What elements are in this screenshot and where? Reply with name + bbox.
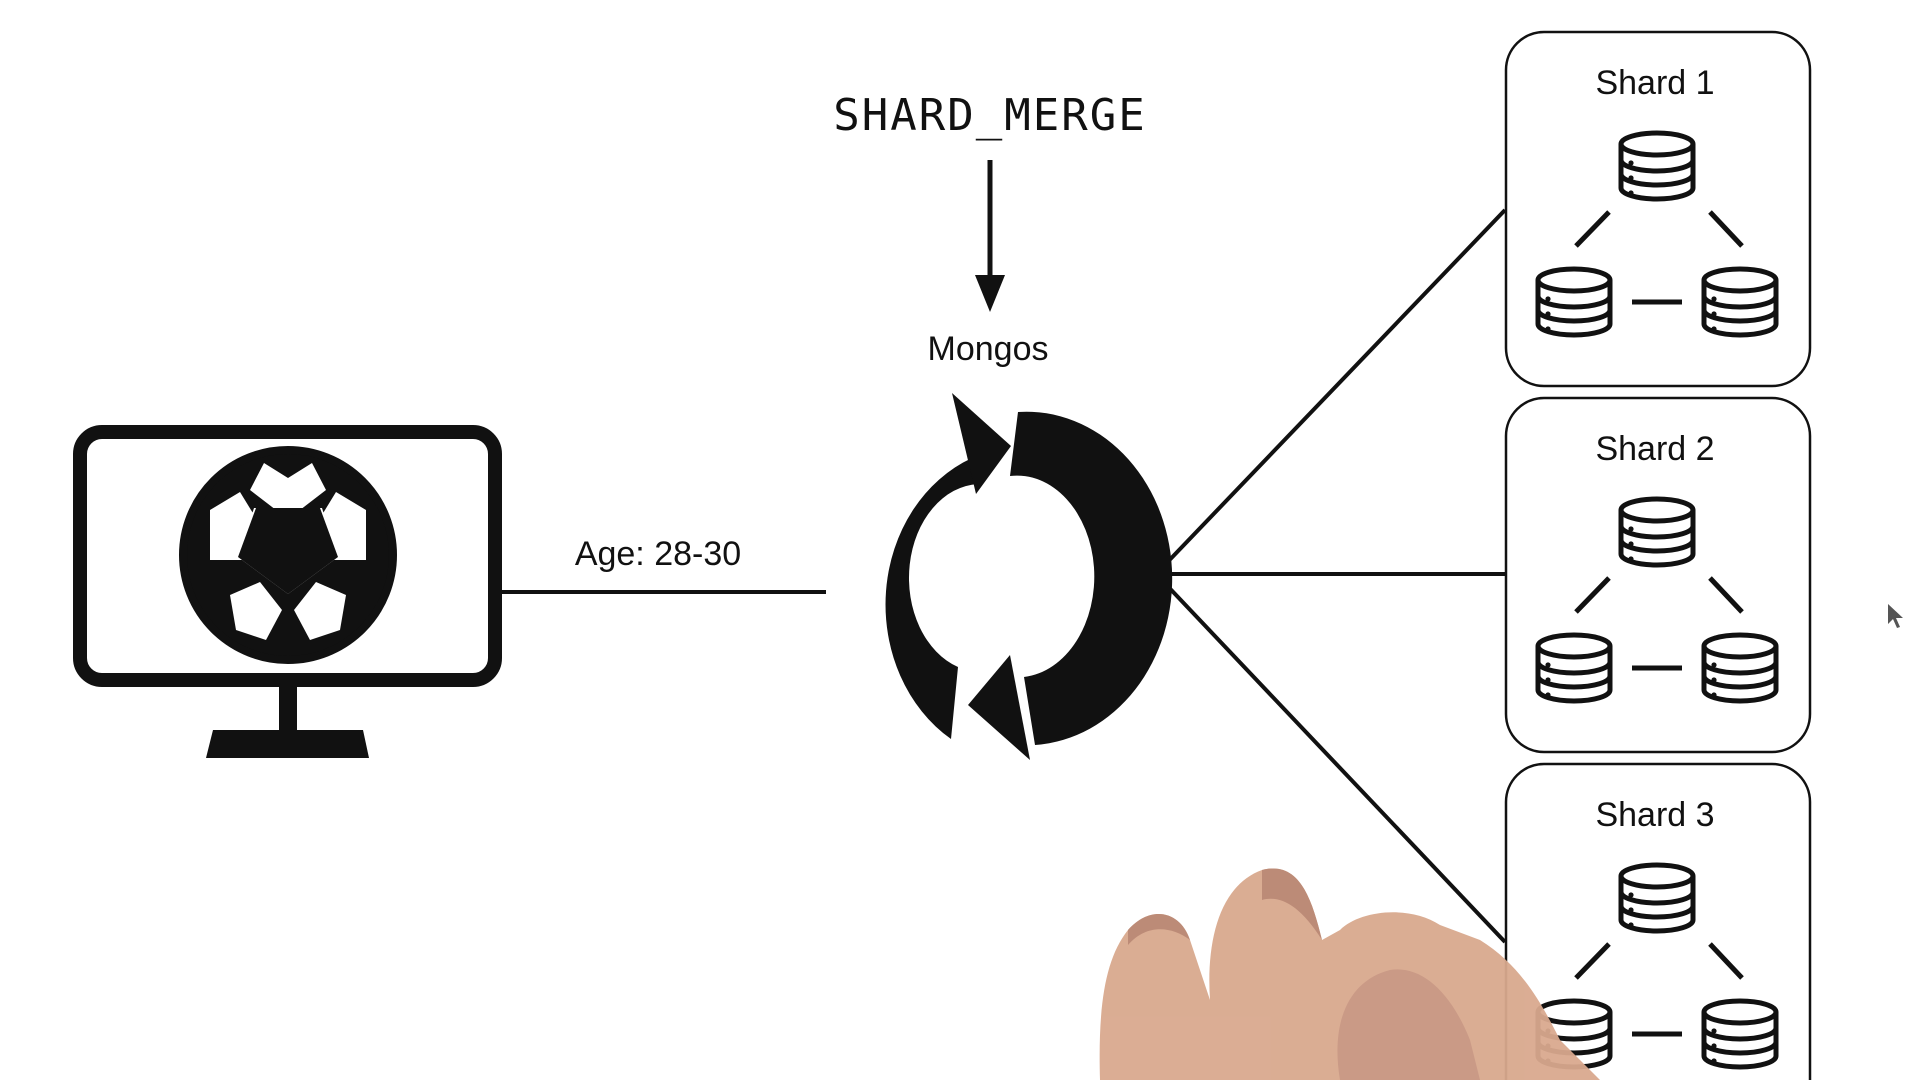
shard-1-panel: Shard 1	[1504, 30, 1812, 388]
shard-2-label: Shard 2	[1595, 430, 1714, 468]
soccer-ball-icon	[179, 446, 397, 664]
database-icon	[1704, 269, 1776, 335]
query-label: Age: 28-30	[575, 535, 741, 573]
monitor-with-soccer-ball-icon	[73, 425, 502, 758]
sync-arrows-icon	[885, 393, 1173, 760]
database-icon	[1538, 635, 1610, 701]
database-icon	[1538, 269, 1610, 335]
shard-1-label: Shard 1	[1595, 64, 1714, 102]
command-label: SHARD_MERGE	[833, 90, 1146, 141]
shard-2-panel: Shard 2	[1504, 396, 1812, 754]
router-shard-1-connector	[1156, 208, 1507, 574]
database-icon	[1621, 865, 1693, 931]
shard-3-label: Shard 3	[1595, 796, 1714, 834]
mouse-pointer-icon	[1888, 604, 1903, 628]
database-icon	[1621, 499, 1693, 565]
router-label: Mongos	[928, 330, 1049, 368]
presenter-hand	[1099, 868, 1600, 1080]
database-icon	[1621, 133, 1693, 199]
command-arrow-head-icon	[975, 275, 1005, 312]
router-shard-3-connector	[1156, 574, 1507, 944]
shard-3-panel: Shard 3	[1504, 762, 1812, 1080]
database-icon	[1704, 635, 1776, 701]
database-icon	[1704, 1001, 1776, 1067]
